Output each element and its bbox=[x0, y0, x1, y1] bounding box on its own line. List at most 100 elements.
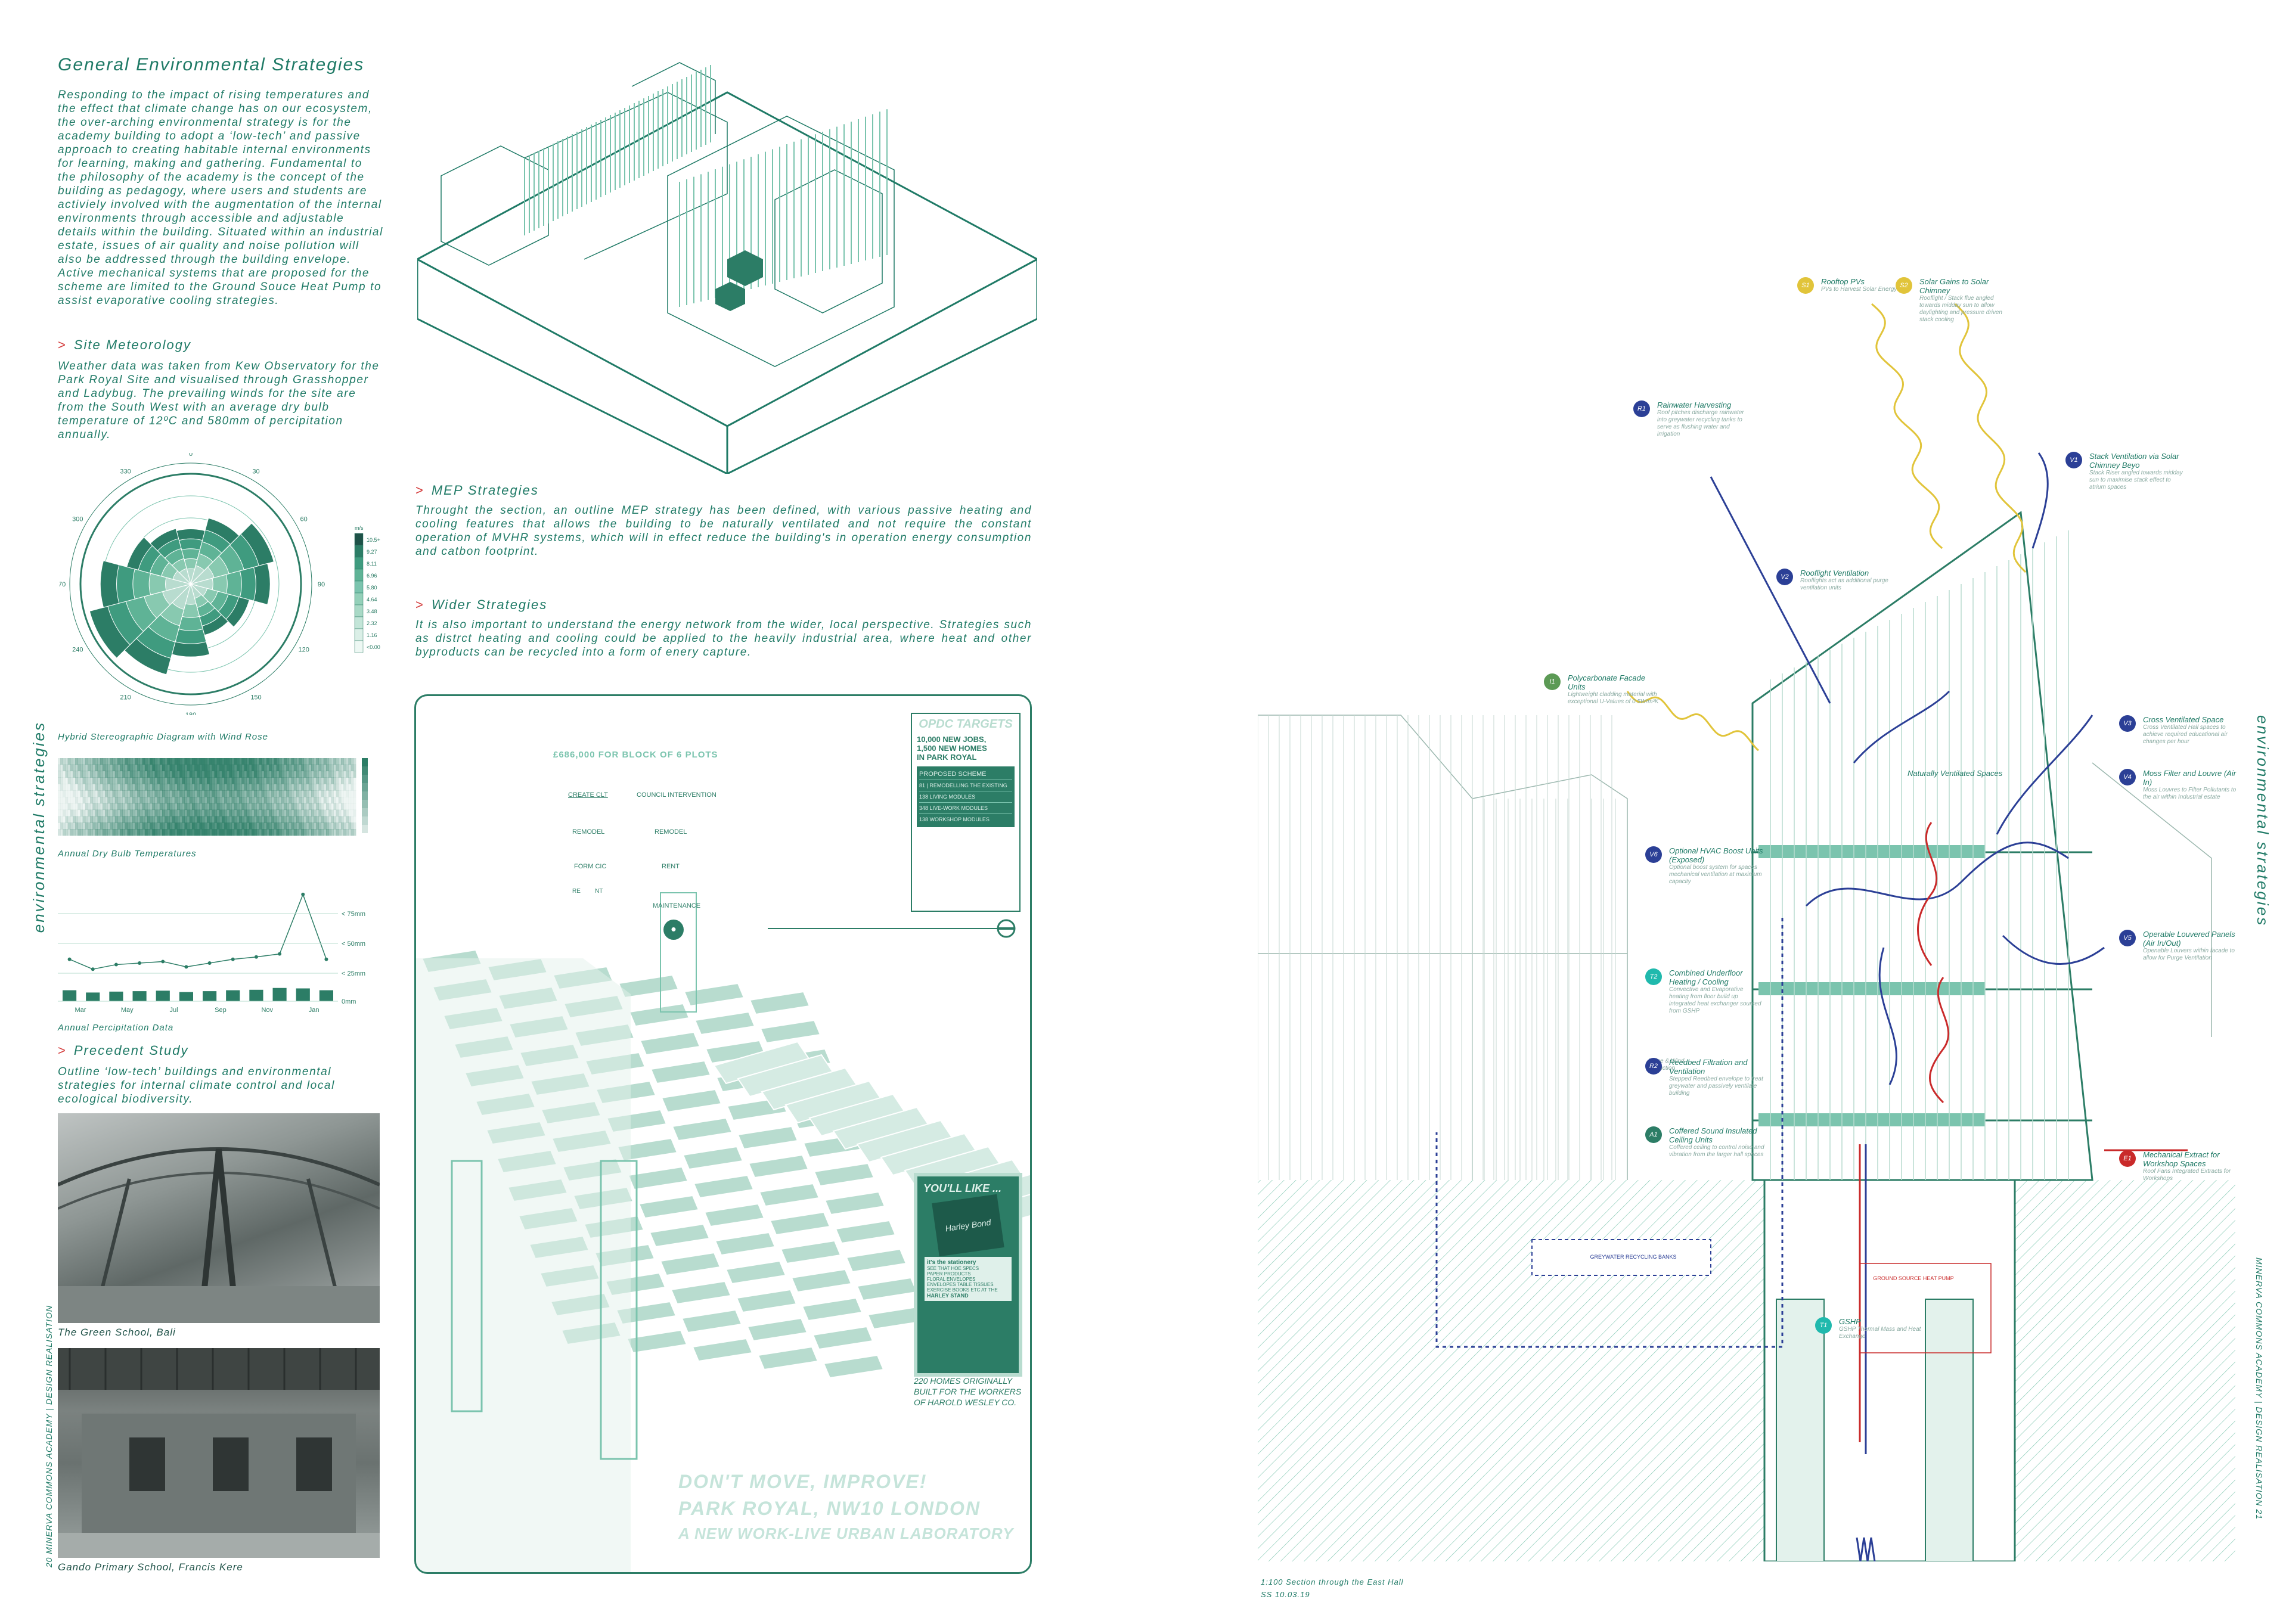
heatmap-cell bbox=[132, 829, 135, 836]
heatmap-cell bbox=[239, 777, 242, 784]
heatmap-cell bbox=[252, 822, 255, 830]
heatmap-cell bbox=[239, 784, 242, 791]
heatmap-cell bbox=[85, 784, 88, 791]
heatmap-cell bbox=[348, 784, 352, 791]
heatmap-cell bbox=[142, 809, 145, 816]
heatmap-cell bbox=[326, 758, 329, 765]
heatmap-cell bbox=[338, 829, 342, 836]
heatmap-cell bbox=[219, 829, 222, 836]
heatmap-cell bbox=[197, 816, 200, 823]
heatmap-cell bbox=[316, 797, 319, 804]
heatmap-cell bbox=[261, 784, 265, 791]
heatmap-cell bbox=[254, 764, 257, 772]
heatmap-cell bbox=[231, 797, 235, 804]
map-block bbox=[835, 1219, 897, 1244]
precip-bar bbox=[203, 991, 217, 1001]
heatmap-cell bbox=[274, 764, 277, 772]
heatmap-cell bbox=[229, 822, 232, 830]
heatmap-cell bbox=[346, 771, 349, 778]
solar-wave bbox=[1954, 303, 2027, 573]
heatmap-cell bbox=[291, 803, 294, 811]
heatmap-cell bbox=[80, 771, 83, 778]
heatmap-cell bbox=[142, 803, 145, 811]
heatmap-cell bbox=[338, 822, 342, 830]
heatmap-cell bbox=[147, 809, 150, 816]
heatmap-cell bbox=[227, 777, 229, 784]
heatmap-cell bbox=[212, 771, 215, 778]
compass-label: 90 bbox=[318, 581, 325, 588]
heatmap-cell bbox=[67, 829, 71, 836]
heatmap-cell bbox=[132, 777, 135, 784]
heatmap-cell bbox=[222, 764, 225, 772]
heatmap-cell bbox=[209, 816, 212, 823]
heatmap-cell bbox=[82, 797, 86, 804]
maintenance-label: MAINTENANCE bbox=[653, 902, 701, 909]
heatmap-cell bbox=[316, 803, 319, 811]
heatmap-cell bbox=[271, 809, 274, 816]
heatmap-cell bbox=[105, 764, 108, 772]
heatmap-cell bbox=[276, 790, 280, 797]
heatmap-cell bbox=[97, 803, 101, 811]
heatmap-cell bbox=[179, 797, 182, 804]
precip-bar bbox=[63, 990, 77, 1001]
heatmap-cell bbox=[199, 758, 203, 765]
heatmap-cell bbox=[301, 822, 304, 830]
heatmap-cell bbox=[241, 784, 244, 791]
heatmap-cell bbox=[338, 771, 342, 778]
heatmap-cell bbox=[192, 758, 195, 765]
greywater-tank-label: GREYWATER RECYCLING BANKS bbox=[1590, 1254, 1677, 1260]
heatmap-cell bbox=[85, 803, 88, 811]
poster-caption-line: OF HAROLD WESLEY CO. bbox=[914, 1398, 1017, 1407]
heatmap-cell bbox=[174, 829, 178, 836]
heatmap-cell bbox=[70, 809, 73, 816]
heatmap-cell bbox=[137, 790, 140, 797]
map-block bbox=[757, 1346, 819, 1371]
heatmap-cell bbox=[144, 809, 148, 816]
heatmap-cell bbox=[333, 816, 337, 823]
legend-swatch bbox=[354, 580, 364, 594]
strategy-badge: R2 bbox=[1645, 1058, 1662, 1075]
heatmap-cell bbox=[263, 829, 267, 836]
heatmap-cell bbox=[88, 777, 91, 784]
heatmap-cell bbox=[252, 829, 255, 836]
heatmap-cell bbox=[110, 797, 113, 804]
heatmap-cell bbox=[179, 803, 182, 811]
heatmap-cell bbox=[60, 829, 63, 836]
proposed-row: 138 LIVING MODULES bbox=[919, 791, 1012, 802]
heatmap-cell bbox=[137, 809, 140, 816]
heatmap-cell bbox=[199, 797, 203, 804]
heatmap-cell bbox=[214, 771, 218, 778]
precip-ref-label: < 75mm bbox=[342, 911, 365, 918]
strategy-title: Reedbed Filtration and Ventilation bbox=[1669, 1058, 1748, 1076]
heatmap-cell bbox=[65, 764, 69, 772]
heatmap-cell bbox=[77, 784, 80, 791]
heatmap-cell bbox=[263, 822, 267, 830]
heatmap-cell bbox=[321, 829, 324, 836]
heatmap-cell bbox=[291, 771, 294, 778]
heatmap-cell bbox=[246, 784, 250, 791]
heatmap-cell bbox=[284, 809, 287, 816]
heatmap-cell bbox=[90, 809, 93, 816]
heatmap-cell bbox=[114, 790, 118, 797]
heatmap-cell bbox=[127, 803, 131, 811]
heatmap-legend-swatch bbox=[362, 816, 368, 825]
heatmap-cell bbox=[276, 764, 280, 772]
heatmap-cell bbox=[129, 809, 133, 816]
heatmap-cell bbox=[165, 784, 168, 791]
heatmap-cell bbox=[301, 777, 304, 784]
heatmap-legend-swatch bbox=[362, 791, 368, 800]
heatmap-cell bbox=[192, 803, 195, 811]
heatmap-cell bbox=[122, 829, 125, 836]
heatmap-cell bbox=[125, 809, 128, 816]
heatmap-cell bbox=[182, 758, 185, 765]
heatmap-cell bbox=[107, 803, 110, 811]
heatmap-cell bbox=[246, 809, 250, 816]
heatmap-cell bbox=[209, 764, 212, 772]
site-meteorology-heading: >Site Meteorology bbox=[58, 337, 191, 352]
heatmap-cell bbox=[137, 771, 140, 778]
heatmap-cell bbox=[346, 764, 349, 772]
heatmap-cell bbox=[129, 758, 133, 765]
heatmap-cell bbox=[117, 777, 120, 784]
heatmap-cell bbox=[209, 777, 212, 784]
